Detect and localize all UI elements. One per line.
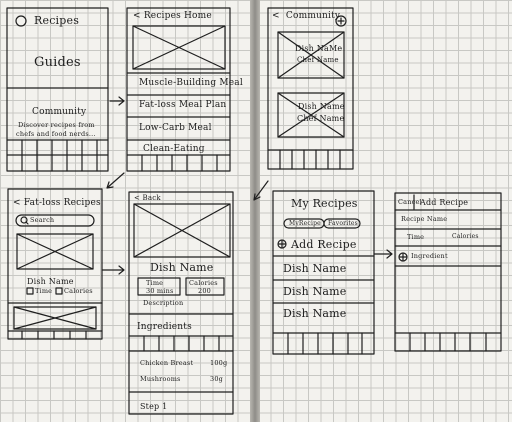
flow-arrow-home-to-recipes bbox=[109, 96, 125, 106]
flow-arrow-myrecipes-to-add bbox=[373, 249, 393, 259]
recipes-hero-image bbox=[132, 25, 226, 70]
my-recipes-screen bbox=[272, 190, 375, 355]
calories-box bbox=[185, 277, 225, 296]
time-box bbox=[137, 277, 181, 296]
detail-time-value: 30 mins bbox=[146, 287, 174, 295]
detail-time-label: Time bbox=[146, 279, 164, 287]
ingredient-2-qty: 30g bbox=[210, 375, 224, 383]
detail-calories-value: 200 bbox=[198, 287, 212, 295]
add-recipe-icon[interactable] bbox=[277, 239, 287, 249]
card1-dish-name: Dish NaMe bbox=[295, 44, 343, 53]
add-recipe-title: Add Recipe bbox=[420, 198, 469, 207]
card1-chef-name: Chef Name bbox=[297, 56, 339, 64]
flow-arrow-fatloss-to-detail bbox=[101, 265, 125, 275]
my-recipe-item-1[interactable]: Dish Name bbox=[283, 262, 347, 275]
add-recipe-tab-bar[interactable] bbox=[394, 332, 502, 352]
community-screen bbox=[267, 7, 354, 170]
notebook-right-page bbox=[258, 0, 512, 422]
cancel-button[interactable]: Cancel bbox=[398, 198, 422, 206]
calories-icon bbox=[55, 287, 63, 295]
ingredient-2-name: Mushrooms bbox=[140, 375, 181, 383]
fatloss-title: Fat-loss Recipes bbox=[23, 198, 101, 208]
fatloss-dish-name[interactable]: Dish Name bbox=[27, 277, 74, 286]
add-recipe-button[interactable]: Add Recipe bbox=[291, 238, 357, 251]
fatloss-screen bbox=[7, 188, 103, 340]
search-icon bbox=[20, 216, 28, 224]
notebook-spine bbox=[250, 0, 260, 422]
back-chevron[interactable]: < bbox=[133, 11, 141, 21]
recipes-home-title-text: Recipes Home bbox=[143, 11, 212, 21]
detail-description: Description bbox=[143, 299, 184, 307]
my-recipe-item-3[interactable]: Dish Name bbox=[283, 307, 347, 320]
tab-my-recipe-label[interactable]: MyRecipe bbox=[289, 220, 321, 227]
my-recipes-title: My Recipes bbox=[291, 197, 358, 210]
community-desc-1: Discover recipes from bbox=[18, 121, 95, 129]
community-title[interactable]: Community bbox=[32, 107, 87, 117]
recipes-home-title[interactable]: < Recipes Home bbox=[133, 12, 212, 21]
recipes-home-screen bbox=[126, 7, 231, 172]
card2-dish-name: Dish Name bbox=[298, 102, 345, 111]
time-icon bbox=[26, 287, 34, 295]
home-tab-bar[interactable] bbox=[6, 139, 109, 172]
flow-arrow-recipes-to-fatloss bbox=[106, 172, 125, 189]
card2-chef-name: Chef Name bbox=[297, 114, 345, 123]
detail-ingredients: Ingredients bbox=[137, 322, 192, 332]
add-ingredient-label[interactable]: Ingredient bbox=[411, 252, 448, 260]
add-ingredient-icon[interactable] bbox=[398, 252, 408, 262]
fatloss-next-image bbox=[13, 306, 97, 330]
recipe-detail-screen bbox=[128, 191, 234, 415]
my-recipes-tab-bar[interactable] bbox=[272, 332, 375, 355]
search-placeholder[interactable]: Search bbox=[30, 216, 55, 224]
search-bar[interactable] bbox=[15, 214, 95, 227]
guides-label[interactable]: Guides bbox=[34, 55, 81, 70]
recipe-name-field[interactable]: Recipe Name bbox=[401, 215, 448, 223]
tab-favorites-label[interactable]: Favorites bbox=[328, 220, 358, 227]
community-header-text: Community bbox=[285, 11, 341, 21]
fatloss-recipe-image bbox=[16, 233, 94, 270]
tab-favorites[interactable] bbox=[323, 218, 361, 229]
fatloss-back[interactable]: < bbox=[13, 198, 21, 208]
community-desc-2: chefs and food nerds... bbox=[16, 130, 96, 138]
detail-dish-name: Dish Name bbox=[150, 261, 214, 274]
home-title: Recipes bbox=[34, 14, 80, 27]
recipes-item-3[interactable]: Low-Carb Meal bbox=[139, 123, 212, 133]
profile-icon bbox=[15, 15, 27, 27]
fatloss-time: Time bbox=[35, 287, 53, 295]
recipes-item-1[interactable]: Muscle-Building Meal bbox=[139, 78, 243, 88]
community-back[interactable]: < bbox=[272, 11, 280, 21]
recipes-tab-bar[interactable] bbox=[126, 154, 231, 172]
fatloss-calories: Calories bbox=[64, 287, 93, 295]
fatloss-header: < Fat-loss Recipes bbox=[13, 199, 101, 208]
community-card-1[interactable] bbox=[277, 31, 345, 79]
recipes-item-2[interactable]: Fat-loss Meal Plan bbox=[139, 100, 227, 110]
time-field[interactable]: Time bbox=[407, 233, 425, 241]
add-icon[interactable] bbox=[335, 15, 347, 27]
community-card-2[interactable] bbox=[277, 92, 345, 138]
detail-step: Step 1 bbox=[140, 402, 168, 411]
detail-back[interactable]: < Back bbox=[134, 194, 161, 202]
my-recipe-item-2[interactable]: Dish Name bbox=[283, 285, 347, 298]
dish-image bbox=[133, 203, 231, 258]
add-recipe-screen bbox=[394, 192, 502, 352]
detail-calories-label: Calories bbox=[189, 279, 218, 287]
recipes-item-4[interactable]: Clean-Eating bbox=[143, 144, 205, 154]
notebook-left-page bbox=[0, 0, 252, 422]
community-header: < Community bbox=[272, 12, 340, 21]
fatloss-tab-bar[interactable] bbox=[7, 330, 103, 340]
home-screen bbox=[6, 7, 109, 172]
community-tab-bar[interactable] bbox=[267, 149, 354, 170]
flow-arrow-community-to-detail bbox=[253, 180, 269, 201]
ingredient-1-qty: 100g bbox=[210, 359, 228, 367]
ingredient-1-name: Chicken Breast bbox=[140, 359, 194, 367]
detail-tab-bar[interactable] bbox=[128, 335, 234, 352]
calories-field[interactable]: Calories bbox=[452, 233, 479, 240]
